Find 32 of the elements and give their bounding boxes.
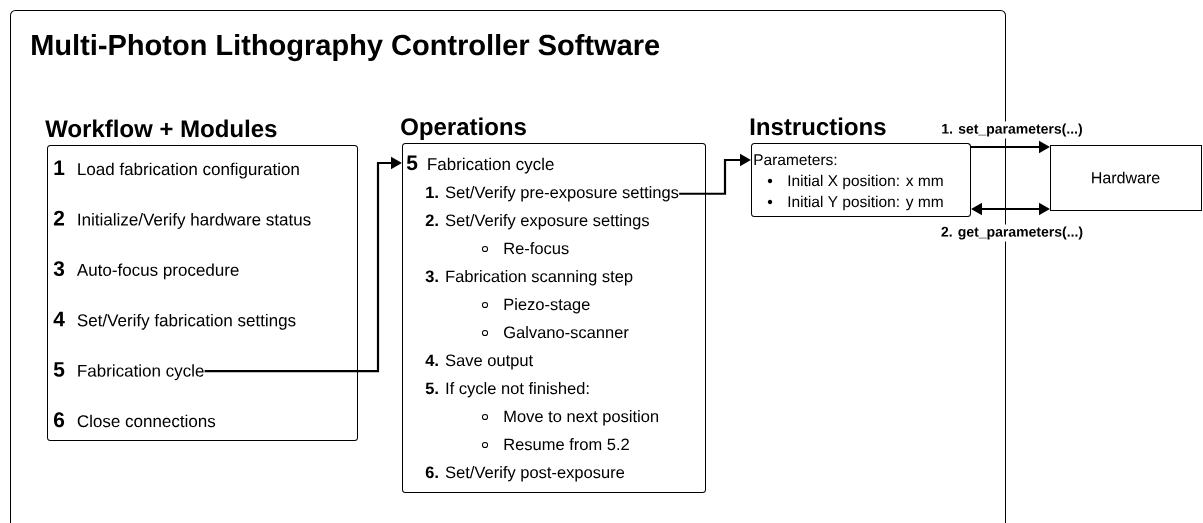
numbered-step: 5. If cycle not finished: — [425, 382, 589, 398]
edge-label: 1. set_parameters(...) — [939, 121, 1085, 139]
workflow-step: 3 Auto-focus procedure — [53, 261, 239, 280]
workflow-step: 4 Set/Verify fabrication settings — [53, 311, 296, 330]
node-label: Piezo-stage — [504, 298, 590, 314]
parameter-label: Parameters: — [754, 154, 837, 166]
bullet-item: Initial Y position: y mm — [767, 195, 943, 211]
section-heading: Operations — [401, 117, 526, 140]
node-label: Galvano-scanner — [504, 326, 629, 339]
sub-step: Piezo-stage — [481, 298, 590, 314]
workflow-step: 5 Fabrication cycle — [53, 362, 204, 381]
sub-step: Move to next position — [481, 410, 659, 426]
hardware-box: Hardware — [1050, 145, 1202, 211]
numbered-step: 6. Set/Verify post-exposure — [425, 466, 625, 482]
sub-step: Re-focus — [481, 242, 569, 255]
workflow-step: 2 Initialize/Verify hardware status — [53, 210, 311, 229]
section-heading: Workflow + Modules — [45, 119, 277, 138]
node-label: Re-focus — [504, 242, 569, 255]
numbered-step: 3. Fabrication scanning step — [425, 270, 633, 286]
section-heading: Instructions — [750, 117, 886, 136]
title: Multi-Photon Lithography Controller Software — [32, 34, 660, 62]
numbered-step: 4. Save output — [425, 354, 533, 370]
sub-step: Galvano-scanner — [481, 326, 629, 339]
bullet-item: Initial X position: x mm — [767, 174, 943, 190]
edge-label: 2. get_parameters(...) — [938, 224, 1086, 242]
numbered-step: 2. Set/Verify exposure settings — [425, 214, 649, 230]
numbered-step: 1. Set/Verify pre-exposure settings — [426, 186, 679, 202]
node-label: Resume from 5.2 — [504, 438, 629, 451]
sub-step: Resume from 5.2 — [481, 438, 629, 451]
workflow-step: 6 Close connections — [53, 412, 216, 428]
workflow-step: 1 Load fabrication configuration — [54, 160, 299, 179]
workflow-step: 5 Fabrication cycle — [406, 155, 554, 174]
